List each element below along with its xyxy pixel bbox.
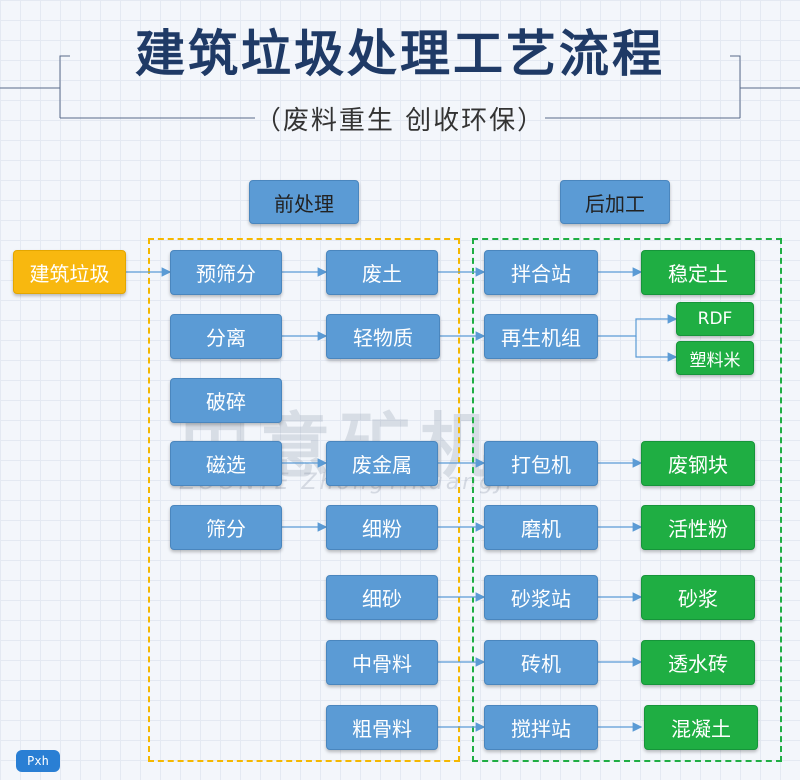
product-concrete: 混凝土 [644,705,758,750]
step-screening: 筛分 [170,505,282,550]
machine-concrete-mixing-station: 搅拌站 [484,705,598,750]
header-post-processing: 后加工 [560,180,670,224]
product-active-powder: 活性粉 [641,505,755,550]
step-pre-screening: 预筛分 [170,250,282,295]
step-magnetic-separation: 磁选 [170,441,282,486]
machine-mill: 磨机 [484,505,598,550]
output-fine-sand: 细砂 [326,575,438,620]
output-waste-metal: 废金属 [326,441,438,486]
machine-mixing-station: 拌合站 [484,250,598,295]
output-waste-soil: 废土 [326,250,438,295]
product-scrap-steel-block: 废钢块 [641,441,755,486]
output-fine-powder: 细粉 [326,505,438,550]
machine-recycling-unit: 再生机组 [484,314,598,359]
step-crushing: 破碎 [170,378,282,423]
output-light-material: 轻物质 [326,314,440,359]
source-construction-waste: 建筑垃圾 [13,250,126,294]
pre-processing-region [148,238,460,762]
output-coarse-aggregate: 粗骨料 [326,705,438,750]
machine-baler: 打包机 [484,441,598,486]
step-separation: 分离 [170,314,282,359]
machine-brick-machine: 砖机 [484,640,598,685]
post-processing-region [472,238,782,762]
page-title: 建筑垃圾处理工艺流程 [135,25,665,83]
product-stabilized-soil: 稳定土 [641,250,755,295]
page-subtitle: （废料重生 创收环保） [254,106,546,136]
header-pre-processing: 前处理 [249,180,359,224]
corner-badge: Pxh [16,750,60,772]
product-plastic-pellets: 塑料米 [676,341,754,375]
product-rdf: RDF [676,302,754,336]
product-mortar: 砂浆 [641,575,755,620]
machine-mortar-station: 砂浆站 [484,575,598,620]
output-medium-aggregate: 中骨料 [326,640,438,685]
product-permeable-brick: 透水砖 [641,640,755,685]
